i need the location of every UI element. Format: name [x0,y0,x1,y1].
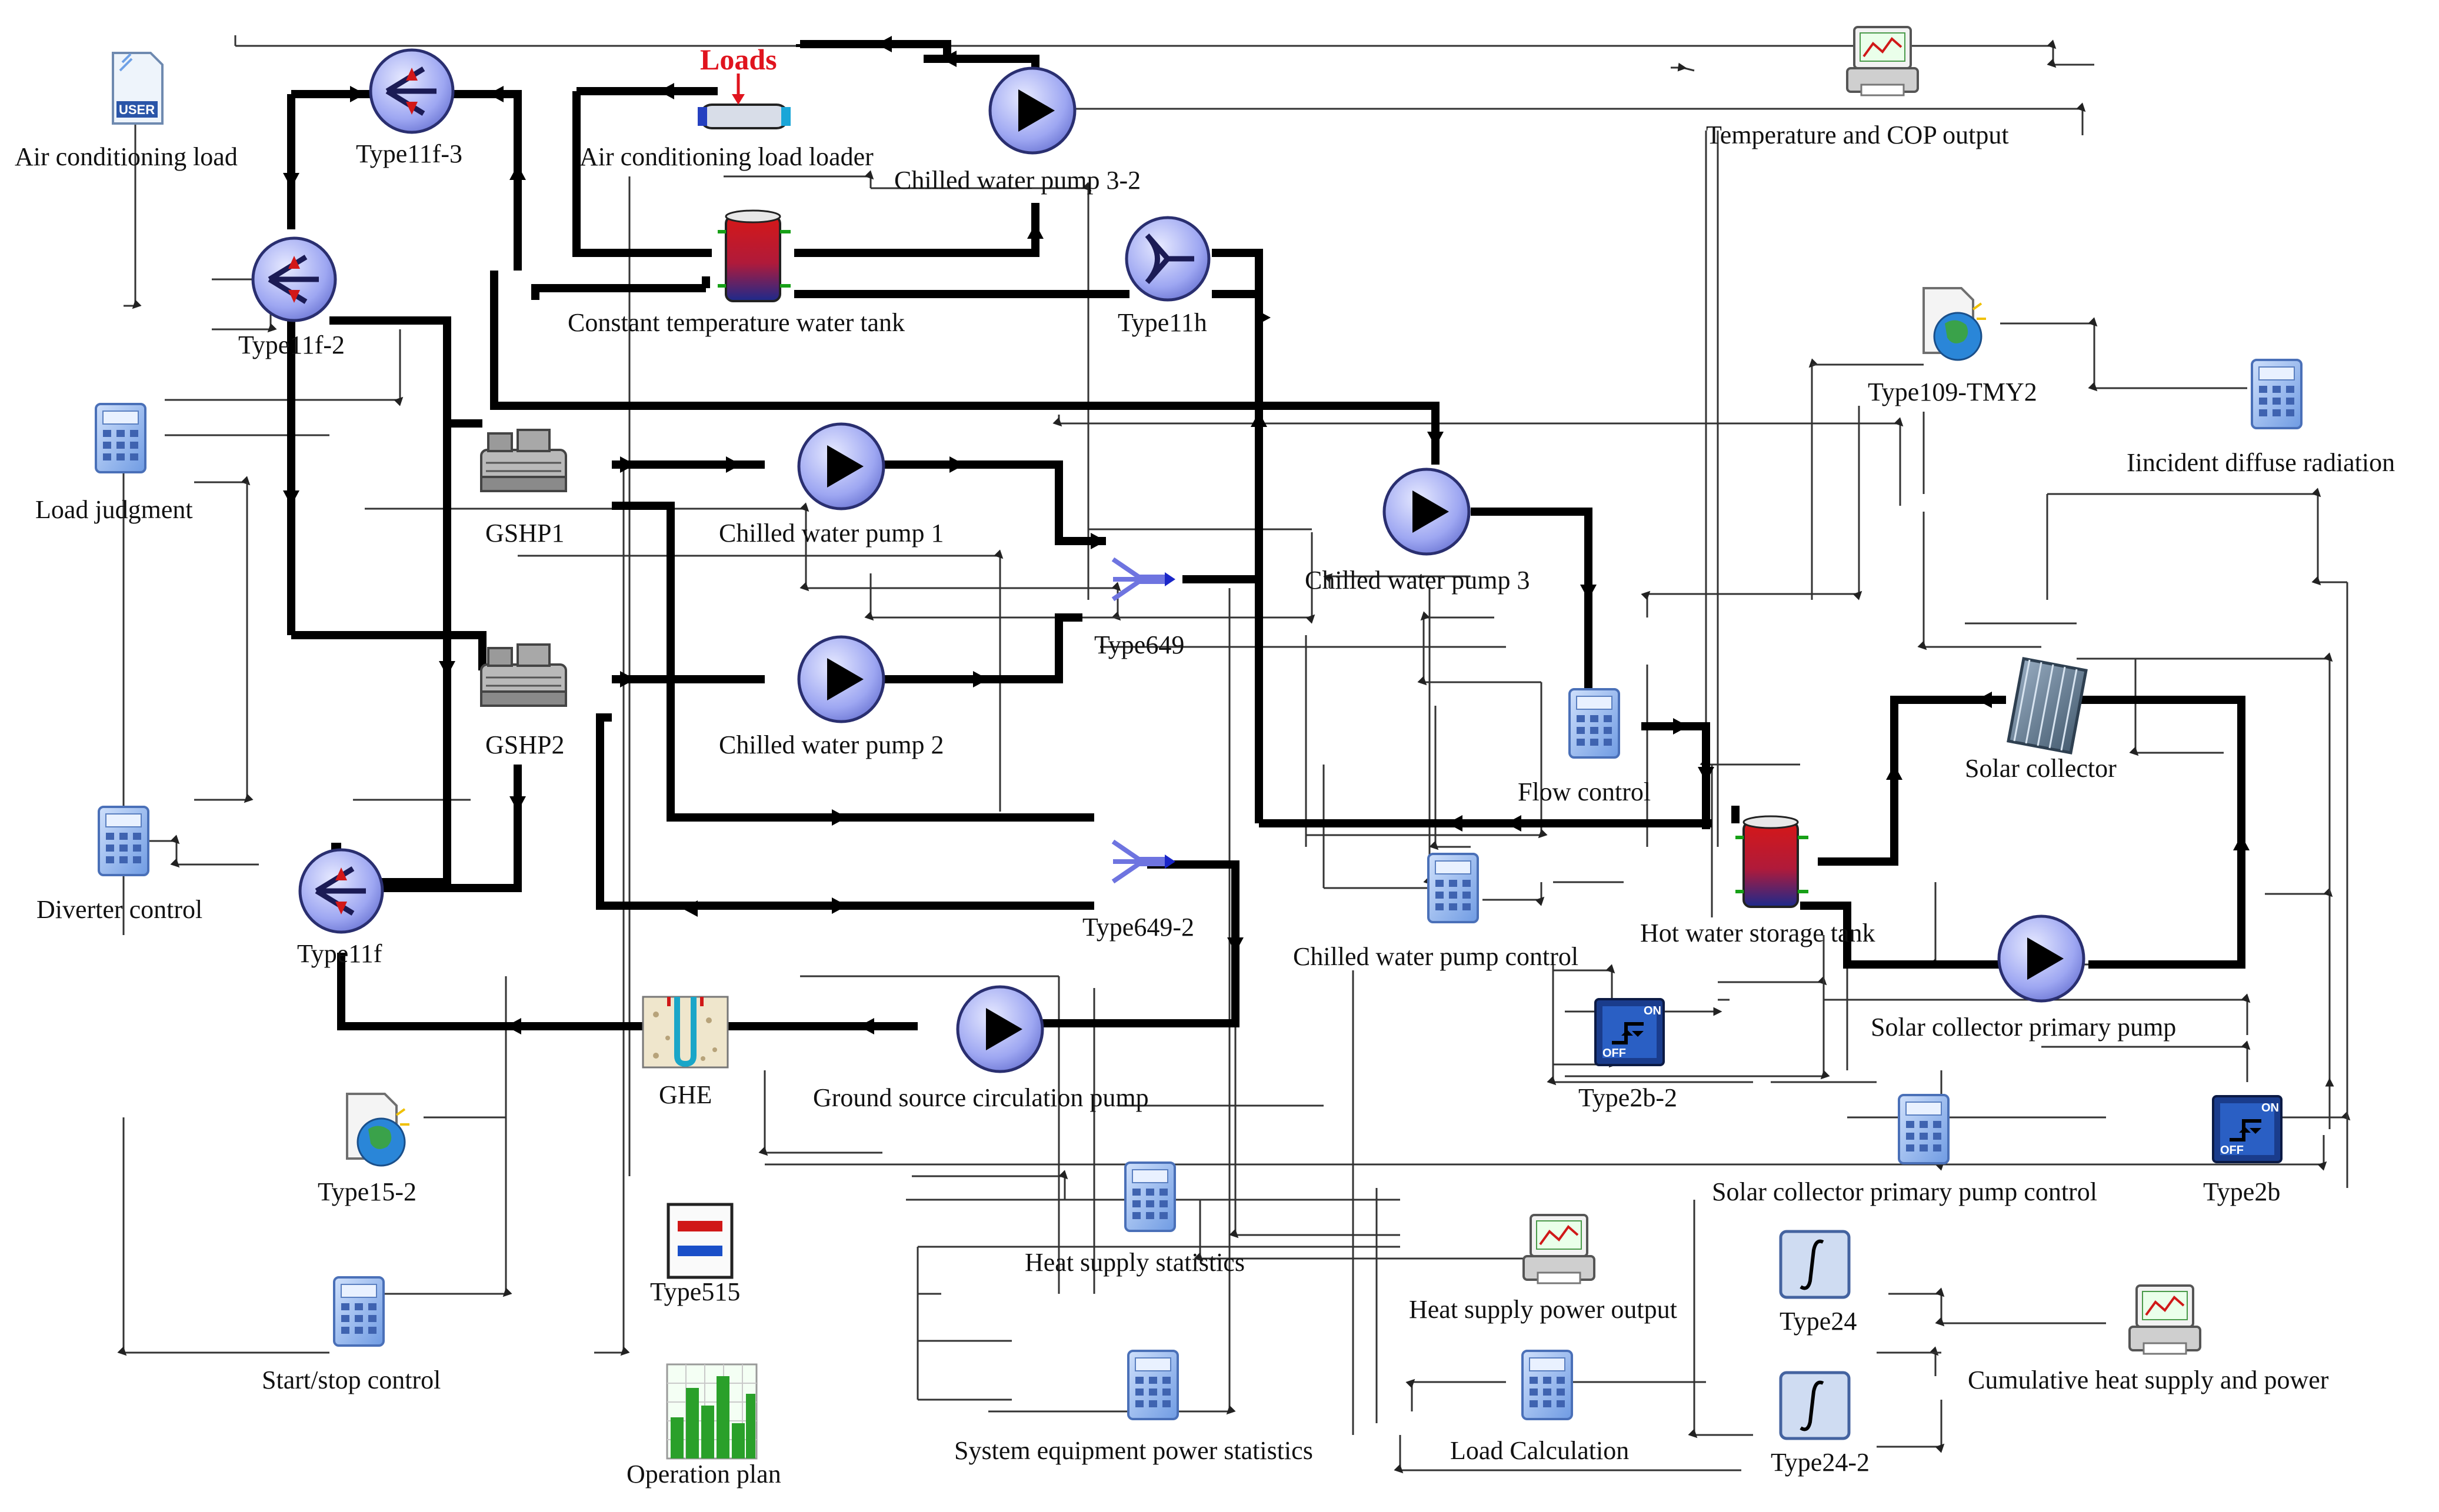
mixer-icon[interactable] [1125,216,1211,302]
tank-icon[interactable] [718,211,791,301]
calculator-icon[interactable] [1521,1350,1573,1420]
ground-heat-exchanger-icon[interactable] [643,997,728,1067]
merger-icon[interactable] [1113,842,1175,882]
printer-icon[interactable] [1846,26,1919,96]
label-type24: Type24 [1780,1307,1857,1336]
signal-connections [117,35,2351,1474]
label-type109-tmy2: Type109-TMY2 [1868,378,2037,406]
diverter-icon[interactable] [253,238,335,321]
label-heat-supply-power-output: Heat supply power output [1409,1295,1677,1324]
calculator-icon[interactable] [1898,1094,1950,1164]
calculator-icon[interactable] [1568,688,1620,759]
label-chilled-water-pump-2: Chilled water pump 2 [719,730,944,759]
label-constant-temperature-water-tank: Constant temperature water tank [568,308,905,337]
integrator-icon[interactable] [1781,1373,1849,1438]
calculator-icon[interactable] [1427,853,1479,923]
label-flow-control: Flow control [1518,777,1651,806]
label-type24-2: Type24-2 [1771,1448,1870,1477]
label-diverter-control: Diverter control [36,895,203,924]
heat-pump-icon[interactable] [480,643,567,707]
label-type649: Type649 [1094,630,1185,659]
label-air-conditioning-load-loader: Air conditioning load loader [579,142,874,171]
merger-icon[interactable] [1113,559,1175,599]
label-type2b-2: Type2b-2 [1578,1083,1677,1112]
pump-icon[interactable] [1999,916,2084,1001]
bar-chart-icon[interactable] [666,1363,758,1460]
weather-icon[interactable] [346,1093,411,1167]
label-incident-diffuse-radiation: Iincident diffuse radiation [2127,448,2395,477]
calculator-icon[interactable] [333,1276,385,1347]
label-chilled-water-pump-3-2: Chilled water pump 3-2 [894,166,1141,195]
calculator-icon[interactable] [2251,359,2303,429]
label-start-stop-control: Start/stop control [262,1366,441,1394]
pump-icon[interactable] [990,68,1075,153]
fluid-pipes [287,40,2245,1030]
diverter-icon[interactable] [371,50,453,132]
integrator-icon[interactable] [1781,1231,1849,1297]
label-type11f-2: Type11f-2 [238,331,345,359]
label-gshp2: GSHP2 [485,730,565,759]
on-off-controller-icon[interactable] [2213,1096,2281,1162]
printer-icon[interactable] [1522,1214,1595,1284]
loads-marker: Loads [700,43,777,76]
pump-icon[interactable] [958,987,1042,1072]
pump-icon[interactable] [799,637,884,722]
label-load-judgment: Load judgment [35,495,193,524]
solar-panel-icon[interactable] [2008,659,2086,753]
label-load-calculation: Load Calculation [1450,1436,1630,1465]
label-temperature-cop-output: Temperature and COP output [1706,121,2009,149]
label-chilled-water-pump-control: Chilled water pump control [1293,942,1579,971]
label-solar-collector-primary-pump: Solar collector primary pump [1871,1013,2177,1042]
label-system-equipment-power-statistics: System equipment power statistics [954,1436,1313,1465]
pipe-flow-arrows [283,36,2250,1034]
user-file-icon[interactable] [112,52,164,125]
on-off-controller-icon[interactable] [1595,999,1664,1065]
label-type11h: Type11h [1118,308,1207,337]
schedule-icon[interactable] [668,1204,732,1277]
diverter-icon[interactable] [300,850,382,932]
weather-icon[interactable] [1922,287,1987,361]
label-chilled-water-pump-3: Chilled water pump 3 [1305,566,1530,595]
label-solar-collector: Solar collector [1965,754,2117,783]
calculator-icon[interactable] [98,806,149,876]
label-type11f-3: Type11f-3 [356,139,463,168]
label-operation-plan: Operation plan [627,1460,781,1488]
pump-icon[interactable] [799,424,884,509]
heat-pump-icon[interactable] [480,429,567,492]
label-type2b: Type2b [2203,1177,2281,1206]
pump-icon[interactable] [1384,469,1469,554]
label-type11f: Type11f [297,939,382,968]
calculator-icon[interactable] [1124,1161,1176,1232]
label-type649-2: Type649-2 [1082,913,1194,942]
label-air-conditioning-load: Air conditioning load [15,142,238,171]
calculator-icon[interactable] [95,403,146,473]
label-cumulative-heat-supply-power: Cumulative heat supply and power [1968,1366,2329,1394]
label-ghe: GHE [659,1080,712,1109]
label-chilled-water-pump-1: Chilled water pump 1 [719,519,944,548]
label-type515: Type515 [650,1277,741,1306]
label-type15-2: Type15-2 [318,1177,417,1206]
tank-icon[interactable] [1735,816,1808,907]
label-gshp1: GSHP1 [485,519,565,548]
label-solar-collector-primary-pump-control: Solar collector primary pump control [1712,1177,2097,1206]
label-ground-source-circulation-pump: Ground source circulation pump [813,1083,1149,1112]
calculator-icon[interactable] [1127,1350,1179,1420]
printer-icon[interactable] [2128,1284,2201,1355]
pipe-icon[interactable]: Loads [698,43,791,129]
label-heat-supply-statistics: Heat supply statistics [1025,1248,1245,1277]
label-hot-water-storage-tank: Hot water storage tank [1640,919,1875,947]
